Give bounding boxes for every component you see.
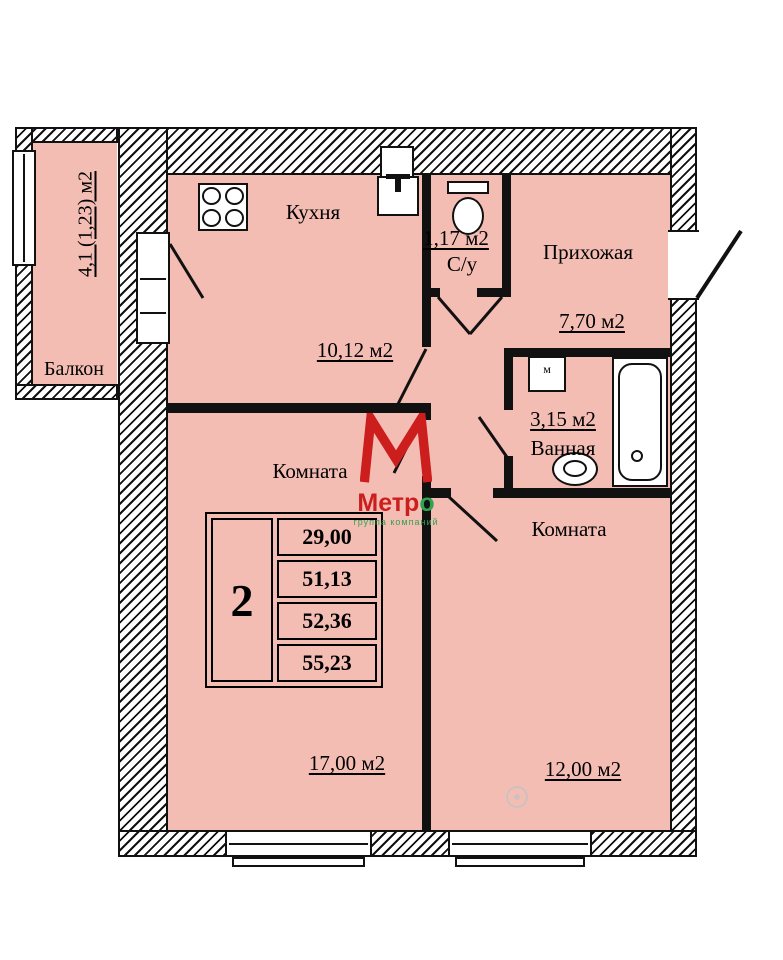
- partition-kitchen-right: [422, 175, 431, 347]
- room-small-area-label: 12,00 м2: [544, 757, 622, 781]
- apartment-floor: [168, 175, 670, 830]
- partition-kitchen-bottom: [168, 403, 431, 413]
- kitchen-label: Кухня: [285, 200, 341, 224]
- metro-brand-subtitle: группа компаний: [353, 517, 439, 528]
- balcony-label: Балкон: [44, 358, 104, 380]
- balcony-wall-bottom: [15, 384, 118, 400]
- washing-machine: [528, 356, 566, 392]
- room-large-area-label: 17,00 м2: [308, 751, 386, 775]
- partition-rooms-divider: [422, 476, 431, 830]
- balcony-side-window: [12, 150, 36, 266]
- burner-icon: [225, 209, 244, 227]
- metro-watermark: Метро группа компаний: [348, 404, 444, 528]
- bath-sink-inner: [563, 460, 587, 477]
- entrance-door-leaf: [695, 229, 743, 300]
- wc-area-label: 1,17 м2: [423, 226, 489, 250]
- hallway-label: Прихожая: [542, 240, 634, 264]
- partition-rooms-divider-upper: [422, 403, 431, 420]
- spec-table: 2 29,00 51,13 52,36 55,23: [205, 512, 383, 688]
- window-glass-line: [229, 842, 368, 845]
- balcony-floor: [33, 143, 117, 384]
- metro-brand-text: Метро: [348, 490, 444, 516]
- metro-m-icon: [359, 404, 433, 483]
- toilet-bowl: [452, 197, 484, 235]
- burner-icon: [225, 187, 244, 205]
- spec-value-row: 29,00: [277, 518, 377, 556]
- spec-values: 29,00 51,13 52,36 55,23: [277, 518, 377, 682]
- window-mullion: [23, 154, 25, 262]
- partition-room-right-top-stub: [431, 488, 451, 498]
- photo-watermark-icon: [506, 786, 528, 808]
- bathroom-area-label: 3,15 м2: [530, 407, 596, 431]
- unit-divider-1: [140, 278, 166, 280]
- bathtub-inner: [618, 363, 662, 481]
- spec-value-row: 55,23: [277, 644, 377, 682]
- brand-tail: о: [419, 489, 435, 517]
- partition-wc-right: [502, 175, 511, 297]
- balcony-area-label: 4,1 (1,23) м2: [74, 171, 97, 277]
- balcony-door-window-unit: [136, 232, 170, 344]
- room-large-label: Комната: [272, 459, 348, 483]
- wall-bottom: [118, 830, 697, 857]
- spec-value-row: 51,13: [277, 560, 377, 598]
- partition-wc-bottom-left: [422, 288, 440, 297]
- burner-icon: [202, 187, 221, 205]
- entrance-door-opening: [668, 230, 699, 300]
- window-room-small: [448, 830, 592, 857]
- partition-bath-top: [511, 348, 670, 357]
- brand-main: Метр: [357, 489, 420, 517]
- room-small-label: Комната: [531, 517, 607, 541]
- burner-icon: [202, 209, 221, 227]
- window-room-large: [225, 830, 372, 857]
- partition-wc-bottom-right: [477, 288, 511, 297]
- bathroom-label: Ванная: [530, 436, 596, 460]
- unit-divider-2: [140, 312, 166, 314]
- window-room-small-sill: [455, 857, 585, 867]
- partition-bath-left-lower: [504, 456, 513, 498]
- spec-value-row: 52,36: [277, 602, 377, 640]
- toilet-tank: [447, 181, 489, 194]
- rooms-count: 2: [211, 518, 273, 682]
- wc-label: С/у: [446, 252, 478, 276]
- kitchen-area-label: 10,12 м2: [316, 338, 394, 362]
- partition-bath-bottom: [493, 488, 670, 498]
- window-glass-line: [452, 842, 588, 845]
- faucet-icon: [386, 174, 410, 179]
- window-room-large-sill: [232, 857, 365, 867]
- hallway-area-label: 7,70 м2: [559, 309, 625, 333]
- partition-bath-left-upper: [504, 348, 513, 410]
- bathtub-drain: [631, 450, 643, 462]
- stove-burners: [202, 187, 244, 227]
- faucet-icon: [395, 176, 401, 192]
- washing-machine-label: м: [543, 362, 551, 376]
